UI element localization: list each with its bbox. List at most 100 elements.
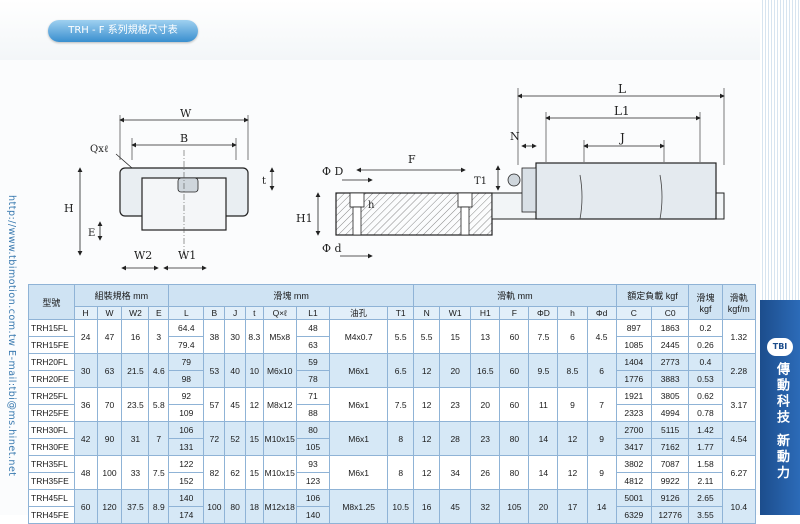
cell-H1: 20 — [470, 387, 501, 422]
brand-band — [760, 300, 800, 515]
cell-Q: M10x15 — [262, 421, 297, 456]
cell-C: 4812 — [615, 472, 652, 490]
cell-E: 7.5 — [148, 455, 170, 490]
cell-N: 16 — [413, 489, 441, 524]
cell-d: 4.5 — [586, 319, 617, 354]
cell-B: 72 — [203, 421, 226, 456]
cell-L: 98 — [168, 370, 205, 388]
cell-C0: 2773 — [650, 353, 690, 371]
subheader-0: H — [73, 306, 98, 320]
cell-W1: 34 — [439, 455, 472, 490]
cell-L: 79.4 — [168, 336, 205, 354]
cell-L: 174 — [168, 506, 205, 524]
cell-L: 152 — [168, 472, 205, 490]
cell-W: 70 — [96, 387, 123, 422]
cell-H: 48 — [73, 455, 98, 490]
cell-W2: 23.5 — [121, 387, 150, 422]
cell-E: 4.6 — [148, 353, 170, 388]
cell-d: 7 — [586, 387, 617, 422]
cell-C0: 12776 — [650, 506, 690, 524]
cell-N: 12 — [413, 455, 441, 490]
cell-t: 8.3 — [244, 319, 264, 354]
dim-label-T1: T1 — [474, 176, 487, 187]
header-assembly: 組裝規格 mm — [73, 284, 170, 307]
cell-N: 12 — [413, 421, 441, 456]
cell-B: 57 — [203, 387, 226, 422]
technical-drawing: W B Qxℓ H t E W2 W1 — [64, 82, 725, 271]
cell-H: 42 — [73, 421, 98, 456]
subheader-6: J — [224, 306, 246, 320]
cell-L1: 63 — [295, 336, 331, 354]
cell-C0: 1863 — [650, 319, 690, 337]
cell-F: 60 — [499, 353, 530, 388]
cell-oil: M6x1 — [329, 387, 389, 422]
cell-L1: 59 — [295, 353, 331, 371]
cell-C: 1776 — [615, 370, 652, 388]
cell-wb: 3.55 — [688, 506, 723, 524]
cell-W: 90 — [96, 421, 123, 456]
cell-L: 92 — [168, 387, 205, 405]
cell-wb: 2.11 — [688, 472, 723, 490]
cell-W2: 37.5 — [121, 489, 150, 524]
cell-L: 140 — [168, 489, 205, 507]
dim-label-B: B — [180, 132, 188, 145]
cell-B: 100 — [203, 489, 226, 524]
dim-label-H: H — [64, 202, 74, 215]
cell-W2: 33 — [121, 455, 150, 490]
cell-C: 2700 — [615, 421, 652, 439]
cell-L: 122 — [168, 455, 205, 473]
header-block: 滑塊 mm — [168, 284, 415, 307]
subheader-15: F — [499, 306, 530, 320]
cell-h: 12 — [557, 455, 588, 490]
cell-W: 47 — [96, 319, 123, 354]
cell-C: 1404 — [615, 353, 652, 371]
model-cell: TRH15FL — [28, 319, 75, 337]
cell-J: 45 — [224, 387, 246, 422]
contact-info: http://www.tbimotion.com.tw E-mail:tbi@m… — [6, 195, 17, 477]
cell-W1: 20 — [439, 353, 472, 388]
cell-N: 12 — [413, 387, 441, 422]
model-cell: TRH20FE — [28, 370, 75, 388]
model-cell: TRH25FL — [28, 387, 75, 405]
dim-label-N: N — [510, 130, 520, 143]
cell-W1: 15 — [439, 319, 472, 354]
cell-L1: 48 — [295, 319, 331, 337]
subheader-10: 油孔 — [329, 306, 389, 320]
cell-C: 2323 — [615, 404, 652, 422]
dim-label-H1: H1 — [296, 212, 313, 225]
cell-wr: 10.4 — [721, 489, 757, 524]
model-cell: TRH45FL — [28, 489, 75, 507]
cell-T1: 6.5 — [387, 353, 415, 388]
dim-label-Qxl: Qxℓ — [90, 144, 109, 155]
dim-label-t: t — [262, 176, 266, 187]
cell-H1: 23 — [470, 421, 501, 456]
cell-d: 14 — [586, 489, 617, 524]
subheader-12: N — [413, 306, 441, 320]
brand-slogan: 傳動科技 新動力 — [774, 362, 789, 482]
cell-F: 80 — [499, 455, 530, 490]
cell-E: 3 — [148, 319, 170, 354]
cell-D: 14 — [528, 455, 559, 490]
cell-B: 53 — [203, 353, 226, 388]
cell-Q: M10x15 — [262, 455, 297, 490]
cell-h: 6 — [557, 319, 588, 354]
cell-H: 36 — [73, 387, 98, 422]
dim-label-W: W — [180, 107, 192, 120]
cell-C0: 9922 — [650, 472, 690, 490]
cell-t: 15 — [244, 455, 264, 490]
cell-H1: 32 — [470, 489, 501, 524]
cell-L: 109 — [168, 404, 205, 422]
subheader-1: W — [96, 306, 123, 320]
cell-C: 6329 — [615, 506, 652, 524]
cell-wb: 1.42 — [688, 421, 723, 439]
brand-logo-icon: TBI — [767, 338, 793, 356]
cell-wb: 0.26 — [688, 336, 723, 354]
cell-C: 3802 — [615, 455, 652, 473]
dim-label-h: h — [368, 200, 375, 211]
cell-d: 9 — [586, 421, 617, 456]
